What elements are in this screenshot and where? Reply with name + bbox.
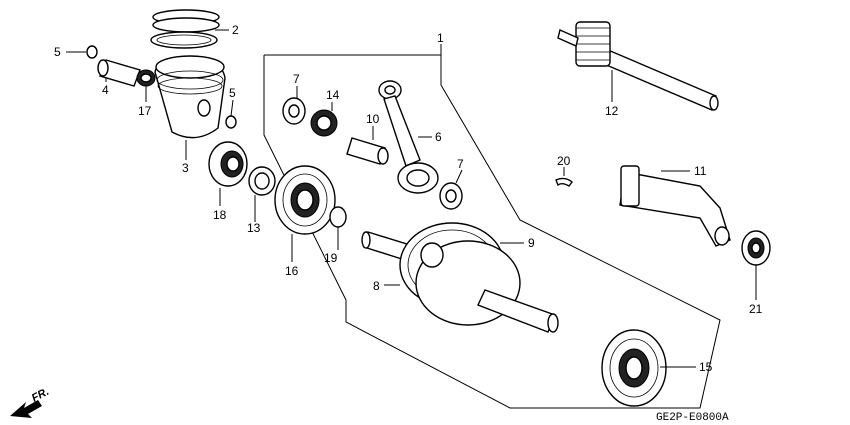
callout-20: 20 [557,154,571,168]
callout-14: 14 [326,88,340,102]
woodruff-key [555,177,573,187]
connecting-rod [378,80,439,194]
callout-4: 4 [102,83,109,97]
callout-11: 11 [694,164,707,178]
front-direction-arrow [10,400,42,418]
thrust-washer-right [439,182,463,210]
drawing-code: GE2P-E0800A [656,412,729,424]
callout-19: 19 [324,251,338,265]
callout-9: 9 [528,236,535,250]
collar [248,166,276,196]
callout-17: 17 [138,104,152,118]
callout-5-right: 5 [229,86,236,100]
callout-7-left: 7 [293,72,300,86]
circlip-left [86,45,98,59]
circlip-right [225,115,237,129]
piston-pin [97,59,141,87]
callout-5-left: 5 [54,45,61,59]
assembly-outline [263,54,721,409]
callout-13: 13 [247,221,261,235]
crank-bearing-right [601,329,667,407]
small-bearing [741,230,771,266]
leader-lines [66,29,757,368]
crank-bearing-left [274,165,336,235]
piston-rings [150,9,220,49]
callout-2: 2 [232,23,239,37]
callout-16: 16 [285,264,299,278]
callout-15: 15 [699,360,713,374]
oil-seal [208,141,248,187]
direction-label: FR. [30,386,51,405]
callout-18: 18 [213,208,227,222]
piston [154,55,226,139]
small-end-bearing [136,69,156,87]
washer [329,206,347,228]
crank-pin [346,137,389,165]
callout-3: 3 [182,161,189,175]
thrust-washer-left [282,97,306,125]
callout-10: 10 [366,112,380,126]
callout-12: 12 [605,104,619,118]
crankshaft [361,222,559,333]
gear-shaft [557,21,719,111]
gear-spindle [619,165,731,247]
big-end-bearing [310,109,338,137]
callout-7-right: 7 [457,157,464,171]
callout-21: 21 [749,302,763,316]
callout-6: 6 [435,130,442,144]
callout-1: 1 [437,31,444,45]
callout-8: 8 [373,279,380,293]
